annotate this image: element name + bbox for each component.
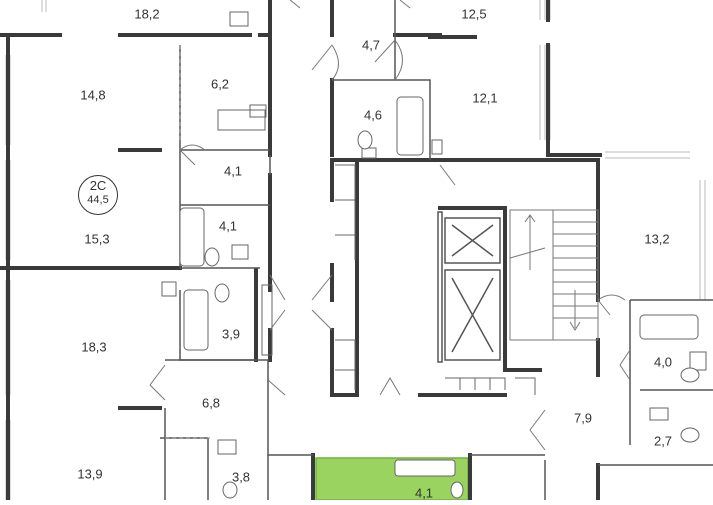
toilets	[204, 130, 700, 499]
room-area-label: 12,5	[461, 6, 487, 22]
room-area-label: 6,8	[201, 395, 221, 411]
room-area-label: 4,6	[363, 107, 383, 123]
room-area-label: 18,2	[134, 6, 160, 22]
utility-niches	[217, 109, 536, 395]
room-area-label: 4,0	[653, 354, 673, 370]
room-area-label: 2,7	[653, 433, 673, 449]
room-area-label: 15,3	[84, 231, 110, 247]
room-area-label: 6,2	[210, 76, 230, 92]
door-swings	[149, 0, 631, 451]
room-area-label: 4,1	[218, 218, 238, 234]
room-area-label: 7,9	[573, 410, 593, 426]
partition-walls	[160, 0, 713, 500]
apartment-code: 2С	[89, 178, 107, 193]
room-area-label: 4,7	[361, 37, 381, 53]
room-area-label: 13,2	[644, 231, 670, 247]
apartment-badge: 2С 44,5	[78, 175, 118, 215]
elevator-shafts	[437, 211, 501, 363]
room-area-label: 3,9	[221, 326, 241, 342]
room-area-label: 4,1	[223, 163, 243, 179]
bathtubs	[179, 96, 699, 477]
room-area-label: 12,1	[472, 90, 498, 106]
apartment-area: 44,5	[87, 194, 109, 206]
room-area-label: 13,9	[77, 466, 103, 482]
room-area-label: 3,8	[231, 469, 251, 485]
room-area-label: 14,8	[80, 87, 106, 103]
staircase	[509, 209, 599, 341]
room-area-label: 4,1	[414, 485, 434, 501]
sinks	[161, 11, 707, 455]
room-area-label: 18,3	[81, 339, 107, 355]
